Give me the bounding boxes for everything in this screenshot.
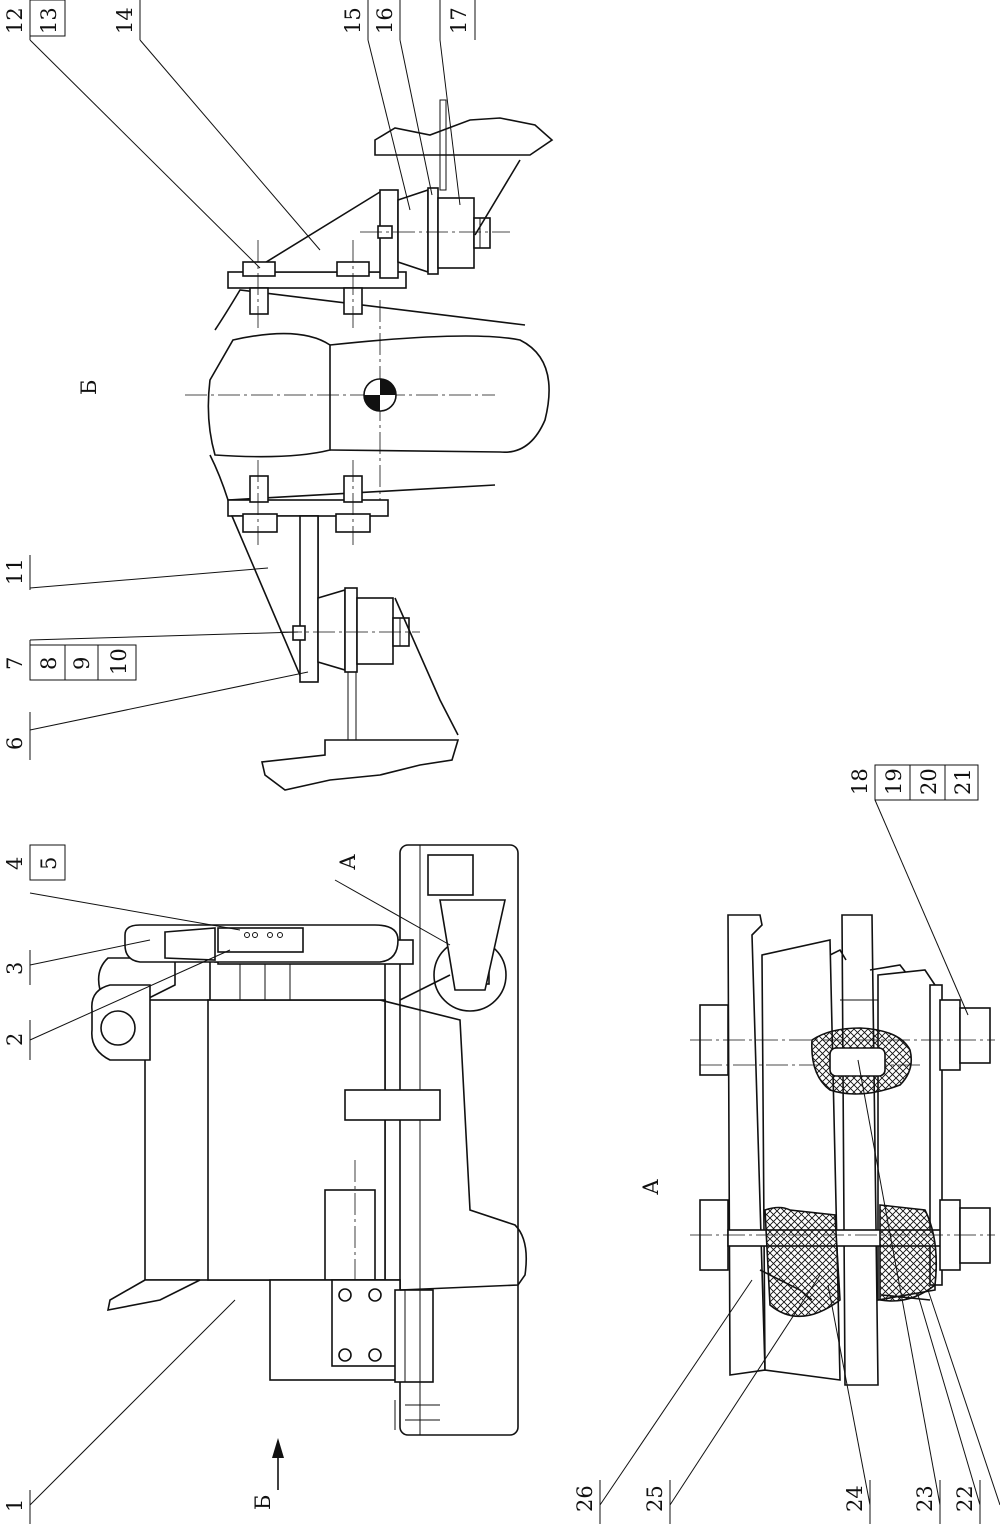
callout-2: 2 — [3, 1033, 27, 1046]
rubber-damper — [317, 588, 346, 672]
callout-11: 11 — [3, 558, 27, 585]
callout-6: 6 — [3, 737, 27, 750]
callout-14: 14 — [113, 7, 137, 34]
callout-24: 24 — [843, 1485, 867, 1512]
view-b-assembly — [185, 99, 554, 791]
detail-rail-upper — [727, 914, 766, 1376]
damper-cup — [437, 197, 475, 269]
rubber-cushion — [879, 1204, 938, 1302]
upper-flange — [214, 289, 526, 331]
rail-block — [427, 854, 474, 896]
beam-section — [207, 332, 331, 458]
callout-18: 18 — [848, 768, 872, 795]
view-b-label: Б — [77, 380, 101, 395]
detail-plate — [929, 984, 943, 1286]
damper-nut — [473, 217, 491, 249]
lifting-eye — [91, 984, 151, 1061]
arrow-b-label: Б — [251, 1495, 275, 1510]
bottom-mount-frame — [261, 739, 460, 791]
callout-12: 12 — [3, 7, 27, 34]
callout-17: 17 — [447, 7, 471, 34]
leader-lines — [29, 39, 1000, 1506]
callout-labels: 1 2 3 4 5 6 7 8 9 10 11 12 13 14 15 16 1… — [3, 0, 981, 1524]
callout-26: 26 — [573, 1485, 597, 1512]
hopper-side — [379, 999, 528, 1291]
damper-plate — [344, 587, 358, 673]
detail-cotter — [959, 1207, 991, 1264]
detail-pin — [829, 1047, 886, 1077]
detail-cotter — [959, 1007, 991, 1064]
callout-19: 19 — [882, 768, 906, 795]
callout-20: 20 — [917, 768, 941, 795]
callout-21: 21 — [951, 768, 975, 795]
callout-22: 22 — [953, 1485, 977, 1512]
callout-3: 3 — [3, 962, 27, 975]
base-rail — [399, 844, 519, 1436]
mount-line — [474, 159, 521, 236]
bolt-head — [242, 513, 278, 533]
bracket-support — [439, 899, 506, 991]
callout-5: 5 — [37, 857, 61, 870]
callout-25: 25 — [643, 1485, 667, 1512]
lifting-eye-hole — [100, 1010, 136, 1046]
mount-line — [394, 597, 459, 736]
top-mount-frame — [374, 117, 554, 156]
bottom-bracket-web — [299, 515, 319, 683]
center-of-gravity-symbol — [363, 378, 397, 412]
main-side-view — [91, 844, 528, 1436]
hopper-pin — [344, 1089, 441, 1121]
bolt-head — [242, 261, 276, 277]
detail-nut — [939, 999, 961, 1071]
view-labels: Б А А Б — [77, 380, 663, 1510]
callout-9: 9 — [70, 657, 94, 670]
damper-cup — [356, 597, 394, 665]
beam-body — [329, 335, 550, 453]
rubber-damper — [397, 188, 429, 274]
callout-1: 1 — [3, 1499, 27, 1512]
view-b-arrow — [272, 1438, 284, 1490]
callout-7: 7 — [3, 657, 27, 670]
detail-a-callout-label: А — [336, 854, 360, 870]
damper-plate — [427, 187, 439, 275]
detail-rail-lower — [841, 914, 879, 1386]
clamp-bolts — [394, 1289, 434, 1383]
callout-4: 4 — [3, 857, 27, 870]
callout-10: 10 — [107, 648, 131, 675]
detail-a-view — [690, 914, 995, 1386]
scoop-clamp — [217, 927, 304, 953]
callout-16: 16 — [373, 7, 397, 34]
callout-13: 13 — [37, 7, 61, 34]
hopper-skirt — [106, 1279, 201, 1312]
bolt-shank — [249, 475, 269, 503]
bolt-shank — [249, 287, 269, 315]
callout-15: 15 — [341, 7, 365, 34]
hopper-box — [324, 1189, 376, 1281]
frame-block — [209, 959, 386, 1001]
callout-8: 8 — [37, 657, 61, 670]
view-a-label: А — [639, 1179, 663, 1195]
callout-23: 23 — [913, 1485, 937, 1512]
rubber-cushion — [764, 1206, 841, 1318]
